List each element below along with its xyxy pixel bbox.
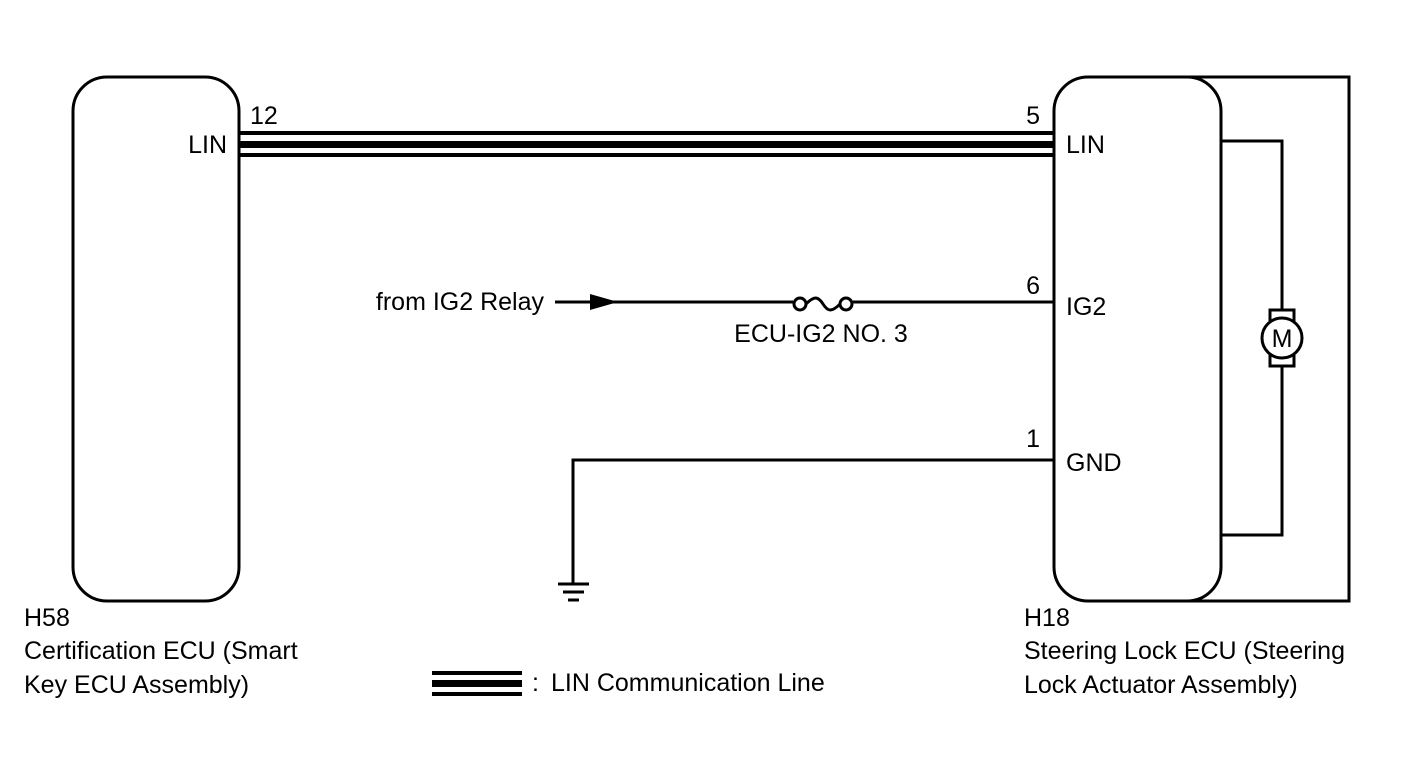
- right-pin-ig2-number: 6: [1026, 272, 1040, 300]
- fuse-icon: [792, 296, 854, 312]
- right-ecu-code: H18: [1024, 604, 1070, 632]
- left-pin-lin-label: LIN: [188, 131, 227, 159]
- right-pin-gnd-number: 1: [1026, 425, 1040, 453]
- left-pin-lin-number: 12: [250, 102, 278, 130]
- ground-icon: [558, 582, 589, 602]
- motor-icon: M: [1260, 308, 1304, 368]
- legend-line-sample: [432, 671, 522, 696]
- right-pin-lin-number: 5: [1026, 102, 1040, 130]
- gnd-wire: [571, 458, 1054, 583]
- ig2-source-label: from IG2 Relay: [376, 288, 545, 316]
- motor-symbol-label: M: [1272, 325, 1293, 353]
- left-ecu-name-line2: Key ECU Assembly): [24, 671, 249, 699]
- right-pin-lin-label: LIN: [1066, 131, 1105, 159]
- arrow-icon: [590, 294, 618, 310]
- certification-ecu-box: [71, 75, 241, 603]
- actuator-assembly-outline: [1180, 75, 1351, 603]
- lin-communication-line: [239, 131, 1054, 157]
- legend-text: LIN Communication Line: [551, 669, 825, 697]
- right-pin-ig2-label: IG2: [1066, 293, 1106, 321]
- left-ecu-code: H58: [24, 604, 70, 632]
- left-ecu-name-line1: Certification ECU (Smart: [24, 637, 298, 665]
- legend-separator: :: [532, 669, 539, 697]
- right-pin-gnd-label: GND: [1066, 449, 1122, 477]
- steering-lock-ecu-box: [1052, 75, 1223, 603]
- fuse-label: ECU-IG2 NO. 3: [734, 320, 908, 348]
- motor-wire-bottom: [1221, 366, 1284, 537]
- motor-wire-top: [1221, 139, 1284, 310]
- right-ecu-name-line1: Steering Lock ECU (Steering: [1024, 637, 1345, 665]
- right-ecu-name-line2: Lock Actuator Assembly): [1024, 671, 1298, 699]
